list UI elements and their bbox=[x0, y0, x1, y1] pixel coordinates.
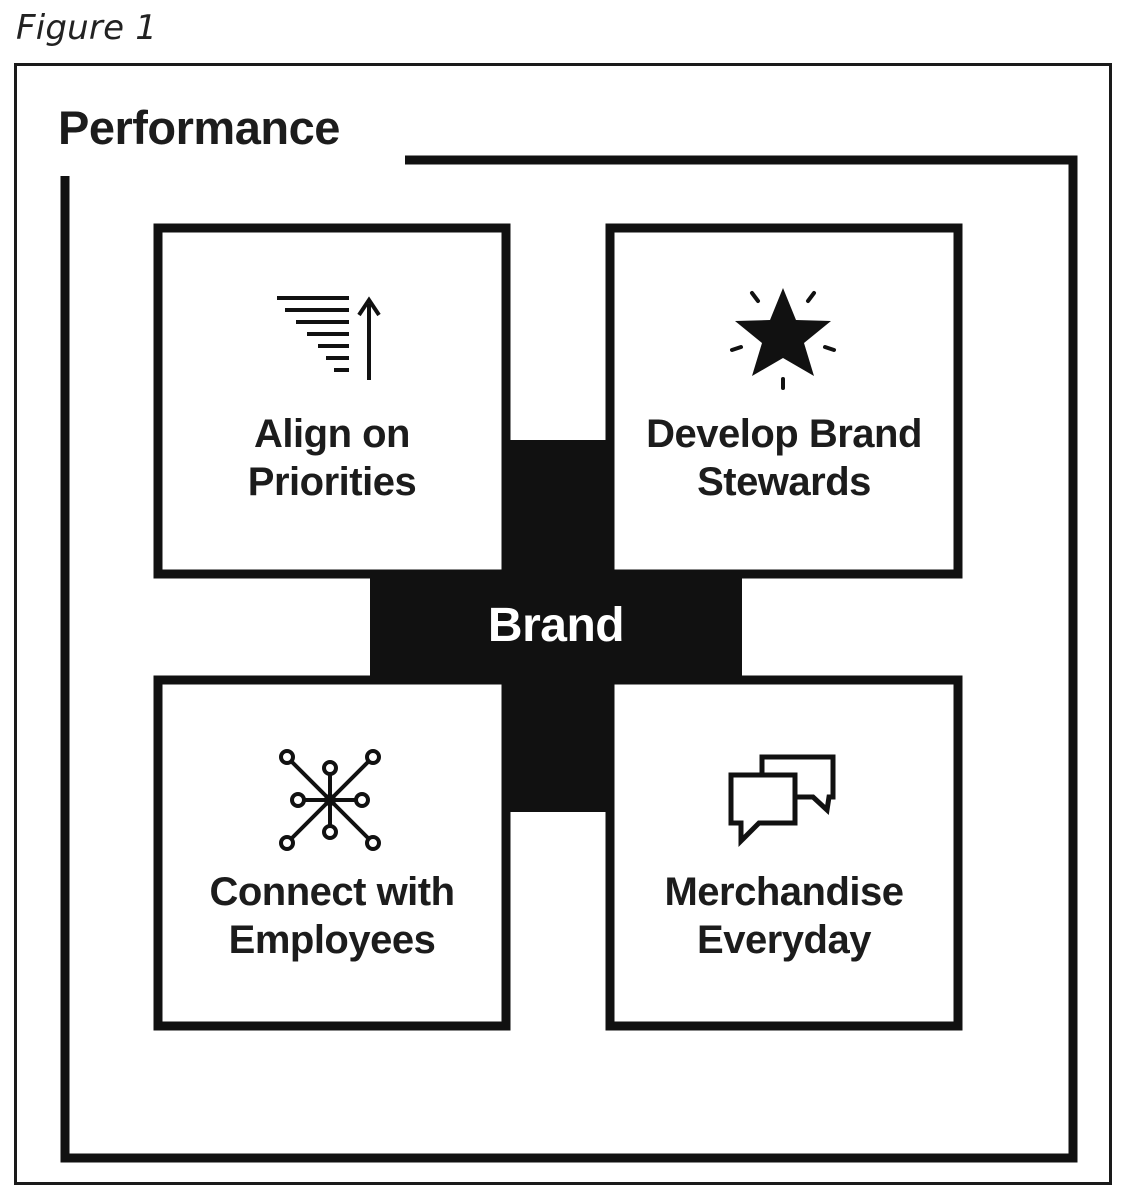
network-nodes-icon bbox=[279, 749, 381, 851]
quadrant-box-merchandise-everyday bbox=[605, 675, 963, 1031]
quadrant-label-line: Stewards bbox=[697, 460, 871, 504]
brand-label: Brand bbox=[487, 599, 625, 652]
quadrant-label-connect-employees: Connect with Employees bbox=[158, 868, 506, 964]
speech-bubbles-icon bbox=[728, 754, 836, 848]
quadrant-label-brand-stewards: Develop Brand Stewards bbox=[610, 410, 958, 506]
figure-caption: Figure 1 bbox=[16, 8, 158, 48]
quadrant-label-line: Everyday bbox=[697, 918, 871, 962]
quadrant-label-merchandise-everyday: Merchandise Everyday bbox=[610, 868, 958, 964]
figure-frame bbox=[14, 63, 1112, 1185]
quadrant-label-line: Employees bbox=[228, 918, 436, 962]
performance-bracket bbox=[60, 155, 1078, 1163]
priorities-lines-up-arrow-icon bbox=[277, 296, 381, 380]
quadrant-label-line: Align on bbox=[254, 412, 410, 456]
star-burst-icon bbox=[730, 288, 836, 390]
quadrant-label-line: Priorities bbox=[247, 460, 417, 504]
quadrant-box-brand-stewards bbox=[605, 223, 963, 579]
quadrant-label-line: Connect with bbox=[209, 870, 455, 914]
quadrant-label-line: Merchandise bbox=[664, 870, 904, 914]
quadrant-label-align-priorities: Align on Priorities bbox=[158, 410, 506, 506]
performance-label: Performance bbox=[58, 101, 340, 154]
quadrant-box-align-priorities bbox=[153, 223, 511, 579]
brand-cross-horizontal bbox=[370, 572, 742, 680]
quadrant-box-connect-employees bbox=[153, 675, 511, 1031]
quadrant-label-line: Develop Brand bbox=[646, 412, 922, 456]
